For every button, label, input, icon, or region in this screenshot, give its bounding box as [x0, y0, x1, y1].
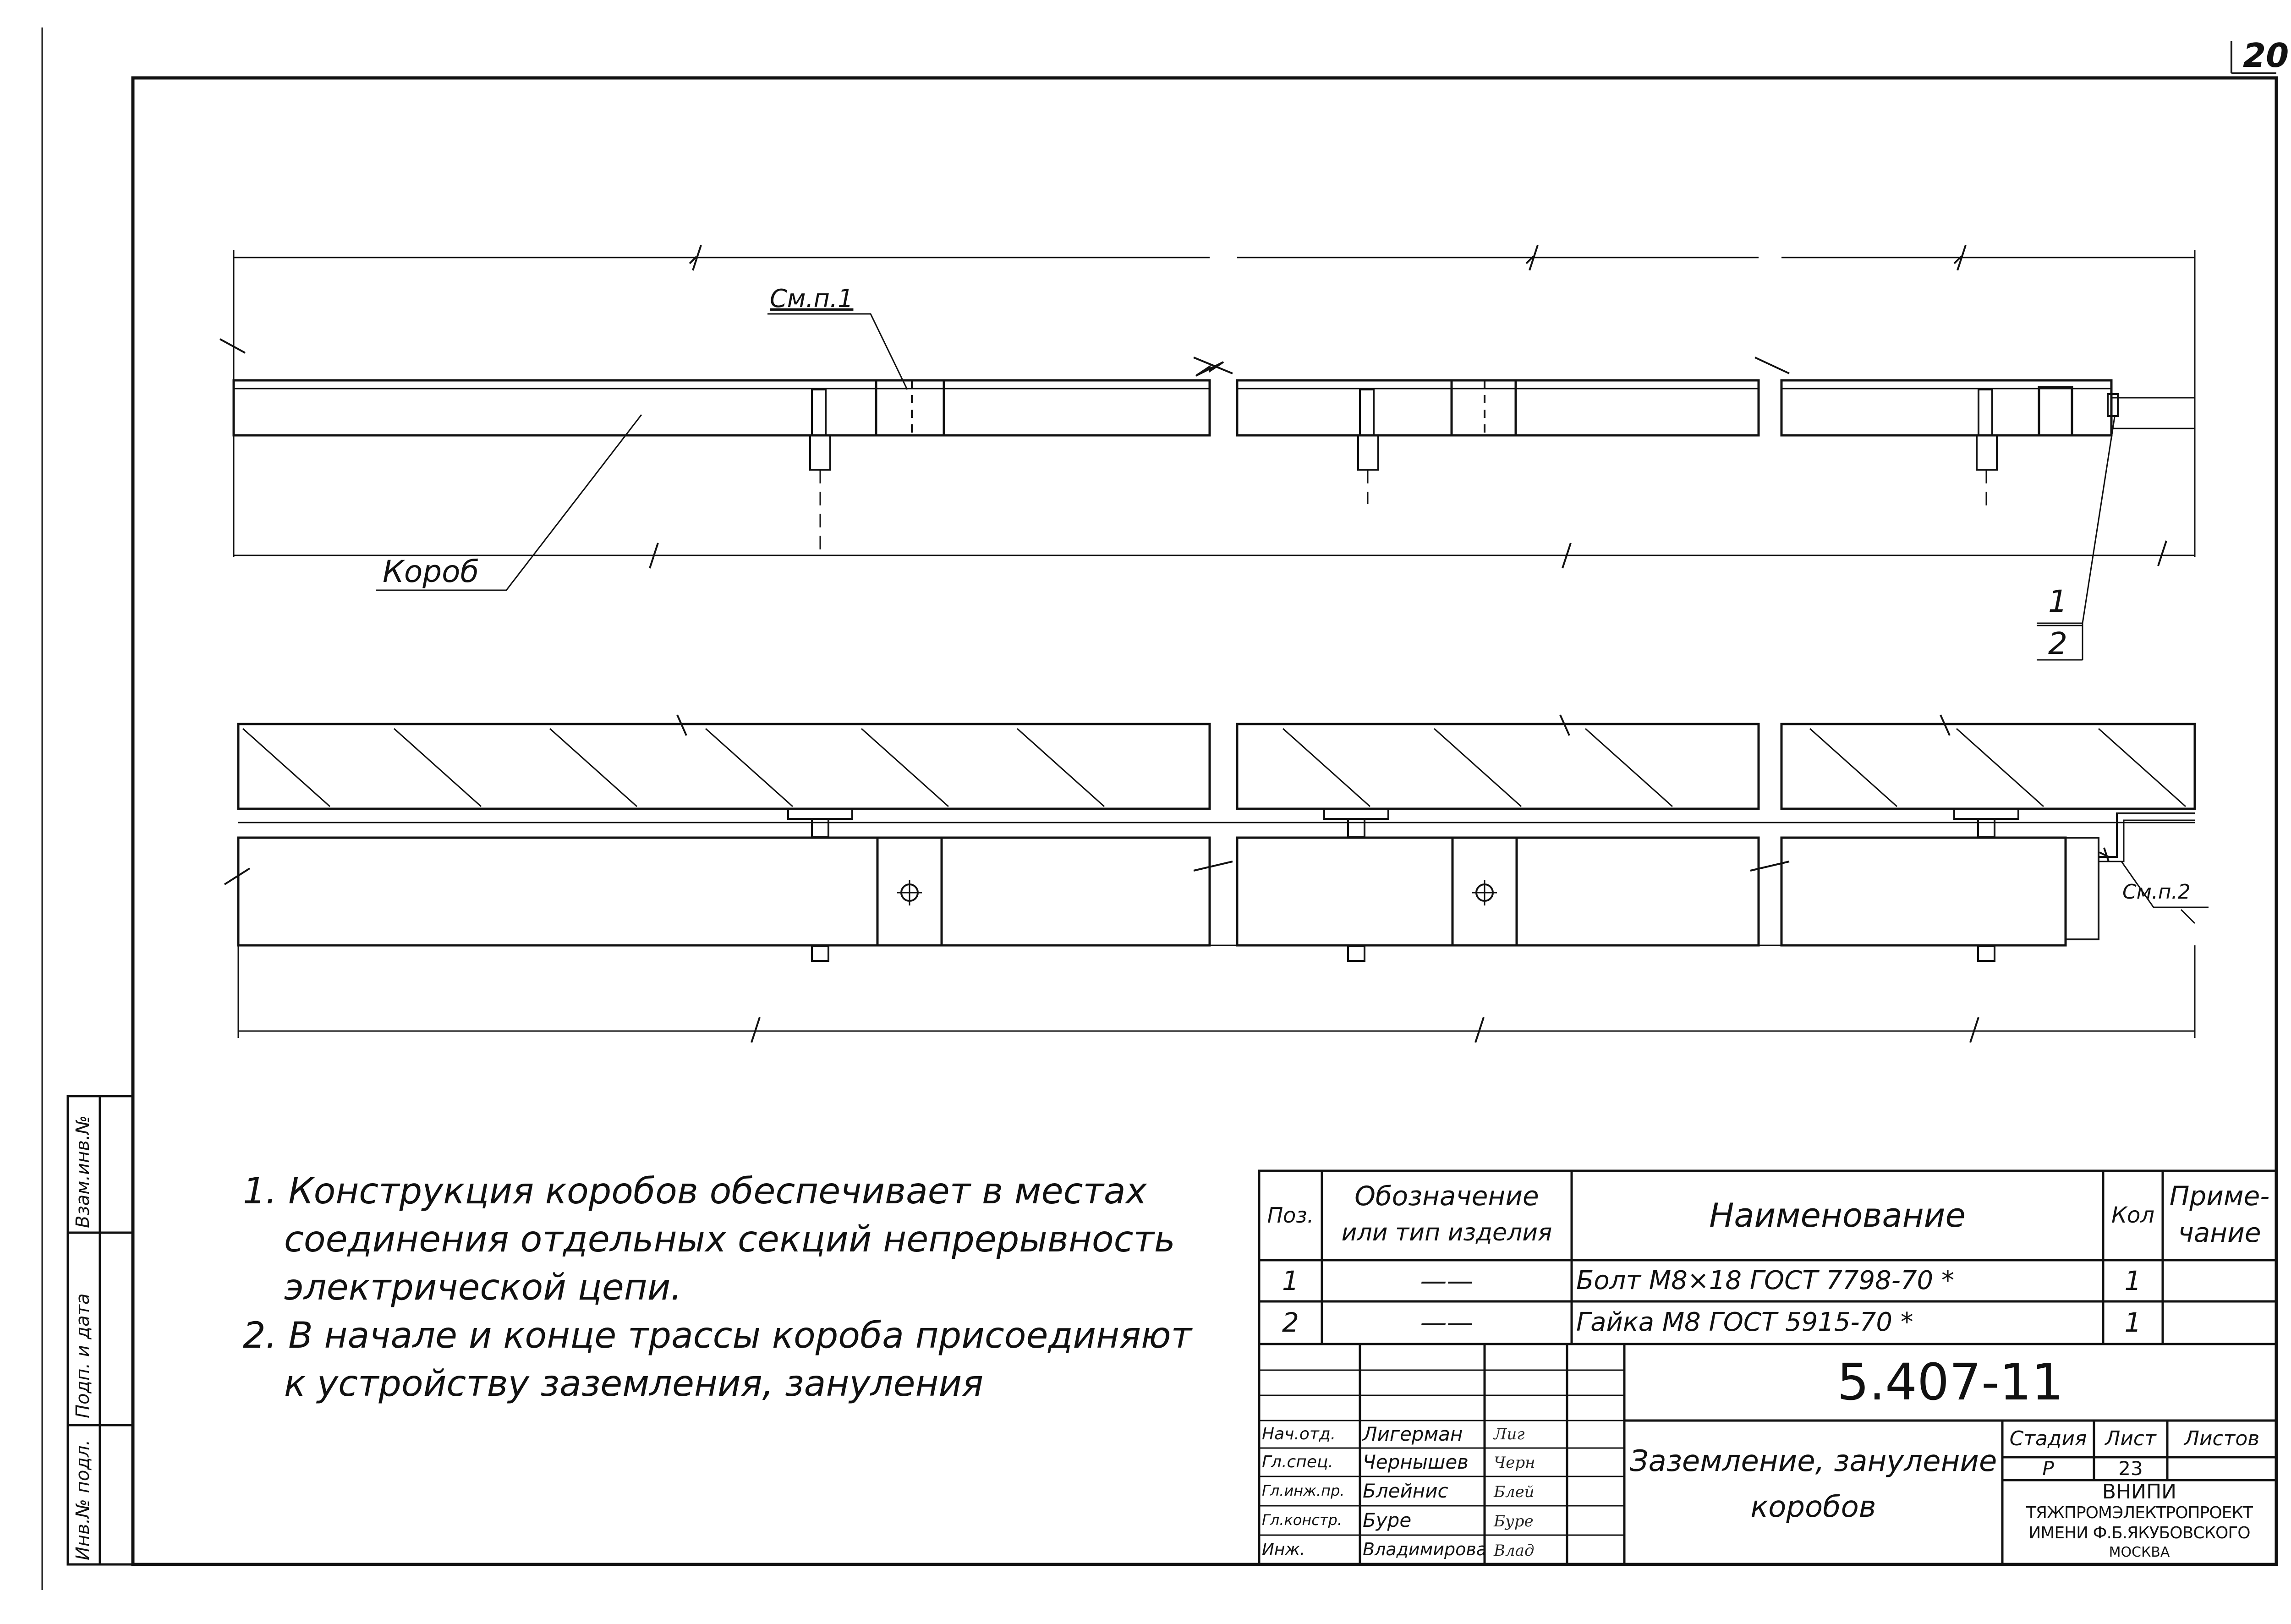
staff-signature: Буре — [1494, 1512, 1534, 1531]
row-note — [2163, 1260, 2276, 1301]
staff-role: Гл.констр. — [1262, 1511, 1342, 1529]
note-line: электрической цепи. — [284, 1267, 682, 1308]
callout-position-2: 2 — [2048, 626, 2067, 661]
staff-role: Гл.инж.пр. — [1262, 1482, 1345, 1500]
sheets-label: Листов — [2184, 1426, 2260, 1450]
staff-name: Блейнис — [1363, 1479, 1448, 1502]
title-block-grid — [1258, 1343, 2278, 1566]
staff-signature: Влад — [1494, 1542, 1535, 1560]
row-pos: 2 — [1282, 1307, 1299, 1339]
row-qty: 1 — [2124, 1265, 2142, 1296]
side-stamp-signature-date: Подп. и дата — [72, 1293, 93, 1418]
row-note — [2163, 1301, 2276, 1344]
side-stamp-grid — [66, 1095, 134, 1566]
staff-name: Лигерман — [1363, 1422, 1463, 1445]
row-name: Болт М8×18 ГОСТ 7798-70 * — [1576, 1265, 1954, 1295]
organization-line-3: ИМЕНИ Ф.Б.ЯКУБОВСКОГО — [2028, 1524, 2250, 1543]
side-view — [224, 714, 2209, 1043]
row-designation: —— — [1420, 1265, 1474, 1296]
note-line: 1. Конструкция коробов обеспечивает в ме… — [243, 1171, 1147, 1212]
note-line: 2. В начале и конце трассы короба присое… — [243, 1315, 1192, 1356]
header-name: Наименование — [1709, 1196, 1966, 1234]
header-pos: Поз. — [1267, 1203, 1314, 1228]
staff-signature: Черн — [1494, 1454, 1535, 1472]
title-line-2: коробов — [1750, 1490, 1876, 1525]
sheets-value — [2167, 1457, 2276, 1480]
staff-name: Чернышев — [1363, 1450, 1469, 1473]
side-stamp-original-inv: Инв.№ подл. — [72, 1439, 93, 1560]
organization-line-1: ВНИПИ — [2102, 1480, 2177, 1503]
row-pos: 1 — [1282, 1265, 1299, 1296]
staff-name: Буре — [1363, 1509, 1412, 1531]
staff-role: Инж. — [1262, 1540, 1305, 1559]
organization-line-4: МОСКВА — [2109, 1544, 2170, 1561]
note-line: к устройству заземления, зануления — [284, 1363, 984, 1405]
sheet-number: 20 — [2243, 36, 2289, 75]
header-note-line-1: Приме- — [2169, 1180, 2270, 1212]
top-view — [219, 245, 2196, 661]
staff-role: Гл.спец. — [1262, 1453, 1333, 1472]
row-name: Гайка М8 ГОСТ 5915-70 * — [1576, 1307, 1913, 1338]
callout-see-note-2: См.п.2 — [2122, 880, 2191, 904]
staff-signature: Блей — [1494, 1483, 1535, 1501]
sheet-frame — [131, 76, 2278, 1566]
callout-see-note-1: См.п.1 — [770, 284, 854, 313]
side-stamp-replacement-inv: Взам.инв.№ — [72, 1115, 93, 1228]
sheet-value: 23 — [2118, 1457, 2143, 1480]
header-qty: Кол — [2111, 1202, 2155, 1229]
organization-line-2: ТЯЖПРОМЭЛЕКТРОПРОЕКТ — [2026, 1503, 2253, 1523]
callout-box-label: Короб — [383, 554, 479, 589]
staff-signature: Лиг — [1494, 1425, 1525, 1443]
note-line: соединения отдельных секций непрерывност… — [284, 1219, 1175, 1260]
header-designation-line-2: или тип изделия — [1341, 1218, 1552, 1246]
sheet-label: Лист — [2105, 1426, 2156, 1450]
header-designation-line-1: Обозначение — [1354, 1180, 1539, 1212]
staff-name: Владимирова — [1363, 1539, 1487, 1560]
header-note-line-2: чание — [2178, 1217, 2261, 1248]
document-code: 5.407-11 — [1837, 1352, 2064, 1411]
stage-value: Р — [2042, 1457, 2054, 1480]
row-qty: 1 — [2124, 1307, 2142, 1339]
stage-label: Стадия — [2009, 1426, 2087, 1450]
title-line-1: Заземление, зануление — [1629, 1444, 1997, 1479]
staff-role: Нач.отд. — [1262, 1425, 1336, 1444]
callout-position-1: 1 — [2048, 584, 2067, 619]
row-designation: —— — [1420, 1307, 1474, 1339]
